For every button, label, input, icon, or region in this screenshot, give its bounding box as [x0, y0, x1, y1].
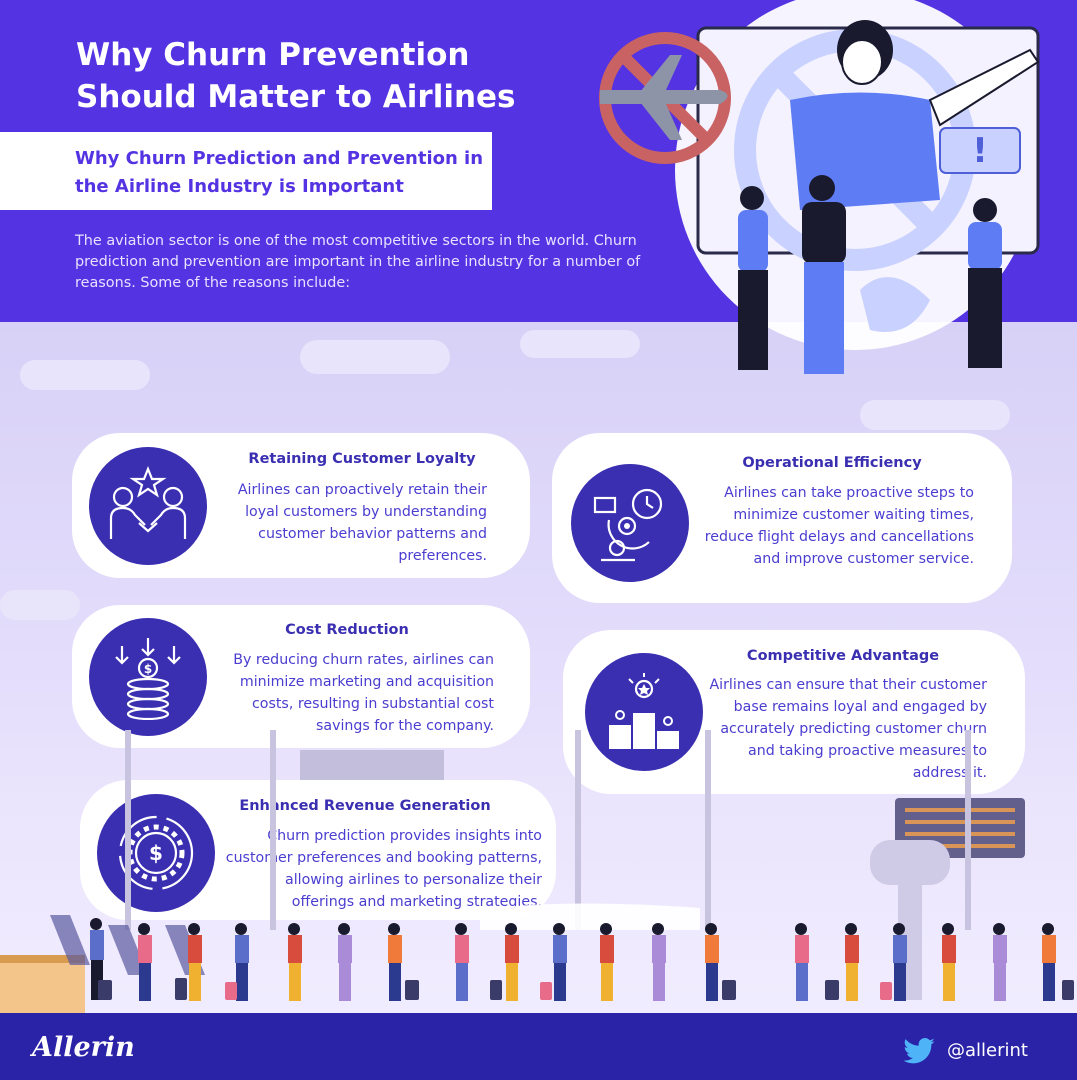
handshake-star-icon — [89, 447, 207, 565]
card-competitive-advantage: Competitive Advantage Airlines can ensur… — [563, 630, 1025, 794]
card-text: Airlines can ensure that their customer … — [709, 677, 987, 781]
card-title: Cost Reduction — [285, 622, 409, 638]
dollar-gear-icon: $ — [97, 794, 215, 912]
airport-queue-illustration — [0, 730, 1077, 1020]
card-cost-reduction: $ Cost Reduction By reducing churn rates… — [72, 605, 530, 748]
card-title: Retaining Customer Loyalty — [248, 451, 476, 467]
woman-left-figure — [738, 186, 768, 370]
header-illustration: ! — [599, 0, 1040, 374]
card-text: By reducing churn rates, airlines can mi… — [233, 652, 494, 734]
card-text: Airlines can proactively retain their lo… — [237, 482, 487, 564]
twitter-handle[interactable]: @allerint — [947, 1040, 1028, 1061]
cloud — [300, 340, 450, 374]
efficiency-clock-gear-icon — [571, 464, 689, 582]
svg-text:!: ! — [972, 131, 988, 171]
svg-text:$: $ — [144, 662, 152, 676]
subtitle-box — [0, 132, 492, 210]
card-title: Competitive Advantage — [746, 648, 940, 664]
card-text: Airlines can take proactive steps to min… — [704, 485, 974, 567]
no-airplane-icon — [599, 32, 731, 164]
podium-star-icon — [585, 653, 703, 771]
page-title: Why Churn Prevention Should Matter to Ai… — [76, 37, 516, 115]
card-title: Enhanced Revenue Generation — [239, 798, 491, 814]
card-text: Churn prediction provides insights into … — [225, 828, 542, 910]
cloud — [860, 400, 1010, 430]
card-operational-efficiency: Operational Efficiency Airlines can take… — [552, 433, 1012, 603]
man-center-figure — [802, 175, 846, 374]
card-title: Operational Efficiency — [742, 455, 922, 471]
coin-stack-icon: $ — [89, 618, 207, 736]
passenger-queue — [90, 918, 1056, 1001]
twitter-icon[interactable] — [903, 1038, 935, 1064]
card-enhanced-revenue-generation: $ Enhanced Revenue Generation Churn pred… — [80, 780, 556, 920]
footer-bar — [0, 1013, 1077, 1080]
card-retaining-customer-loyalty: Retaining Customer Loyalty Airlines can … — [72, 433, 530, 578]
svg-text:$: $ — [149, 841, 163, 865]
cloud — [520, 330, 640, 358]
cloud — [20, 360, 150, 390]
intro-text: The aviation sector is one of the most c… — [75, 233, 641, 291]
cloud — [0, 590, 80, 620]
allerin-logo: Allerin — [32, 1032, 135, 1063]
woman-right-figure — [968, 198, 1002, 368]
page-subtitle: Why Churn Prediction and Prevention in t… — [75, 148, 484, 197]
